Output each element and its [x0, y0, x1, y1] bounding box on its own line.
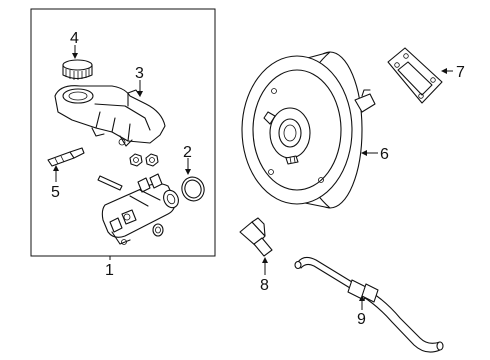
sensor-drawing	[239, 217, 273, 257]
callout-7: 7	[456, 64, 465, 81]
nuts-drawing	[129, 153, 159, 167]
callout-6: 6	[380, 146, 389, 163]
gasket-drawing	[387, 47, 443, 104]
vacuum-hose-drawing	[294, 256, 444, 353]
callout-1: 1	[105, 262, 114, 279]
callout-8: 8	[260, 277, 269, 294]
callout-2: 2	[183, 144, 192, 161]
callout-5: 5	[51, 184, 60, 201]
reservoir-cap-drawing	[62, 59, 93, 80]
callout-9: 9	[357, 311, 366, 328]
pin-drawing	[47, 147, 85, 167]
callout-3: 3	[135, 65, 144, 82]
reservoir-drawing	[54, 85, 166, 147]
seal-ring-drawing	[181, 176, 205, 202]
assembly-frame	[30, 8, 216, 257]
booster-drawing	[241, 51, 376, 209]
roll-pin-drawing	[97, 175, 123, 191]
master-cylinder-drawing	[101, 173, 179, 245]
callout-4: 4	[70, 30, 79, 47]
